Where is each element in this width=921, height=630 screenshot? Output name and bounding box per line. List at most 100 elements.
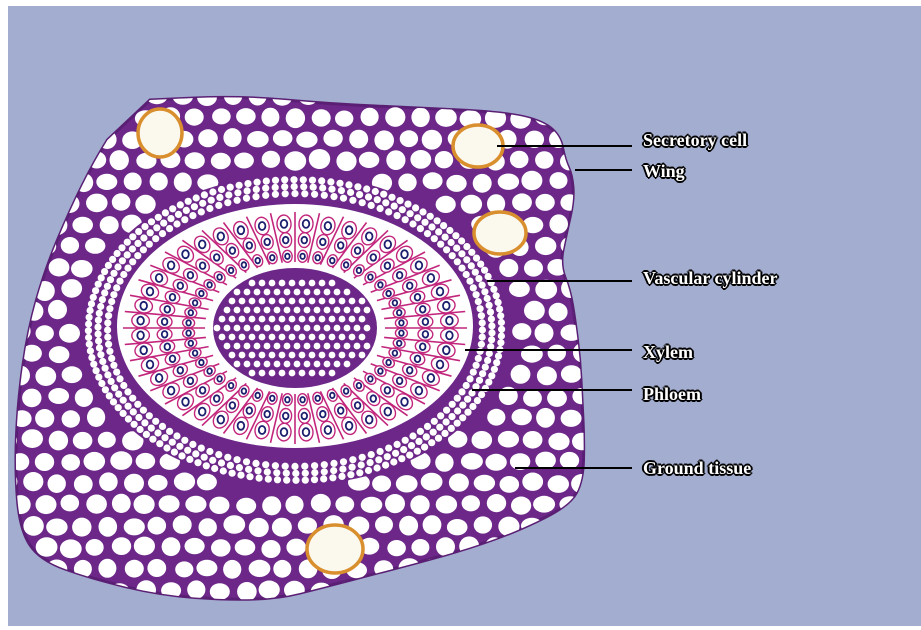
ground-cell bbox=[74, 475, 93, 493]
phloem-cell bbox=[108, 298, 115, 305]
ground-cell bbox=[509, 281, 530, 297]
phloem-cell bbox=[178, 452, 185, 459]
pith-cell bbox=[264, 361, 271, 368]
pith-cell bbox=[254, 361, 261, 368]
ground-cell bbox=[537, 367, 557, 386]
ground-cell bbox=[462, 495, 480, 511]
xylem-cell-lumen bbox=[303, 428, 310, 436]
xylem-cell-lumen bbox=[188, 378, 194, 385]
phloem-cell bbox=[454, 395, 461, 402]
pith-cell bbox=[364, 325, 371, 332]
ground-cell bbox=[262, 151, 280, 168]
pith-cell bbox=[264, 307, 271, 314]
pith-cell bbox=[329, 316, 336, 323]
xylem-cell-lumen bbox=[420, 306, 426, 313]
xylem-cell-lumen bbox=[320, 411, 326, 418]
phloem-cell bbox=[443, 407, 450, 414]
pith-cell bbox=[359, 298, 366, 305]
pith-cell bbox=[229, 298, 236, 305]
phloem-cell bbox=[108, 378, 115, 385]
ground-cell bbox=[247, 131, 269, 147]
phloem-cell bbox=[198, 208, 205, 215]
ground-cell bbox=[148, 517, 167, 535]
phloem-cell bbox=[198, 445, 205, 452]
phloem-cell bbox=[125, 415, 132, 422]
pith-cell bbox=[244, 325, 251, 332]
phloem-cell bbox=[407, 210, 414, 217]
ground-cell bbox=[210, 583, 230, 600]
xylem-cell-lumen bbox=[423, 331, 429, 338]
ground-cell bbox=[96, 174, 117, 190]
phloem-cell bbox=[110, 270, 117, 277]
phloem-cell bbox=[115, 404, 122, 411]
phloem-cell bbox=[406, 452, 413, 459]
phloem-cell bbox=[440, 222, 447, 229]
ground-cell bbox=[386, 150, 405, 170]
xylem-cell-lumen bbox=[137, 317, 144, 325]
xylem-cell-lumen bbox=[355, 247, 361, 254]
pith-cell bbox=[329, 298, 336, 305]
ground-cell bbox=[98, 559, 116, 578]
phloem-cell bbox=[442, 234, 449, 241]
phloem-cell bbox=[206, 205, 213, 212]
pith-cell bbox=[364, 343, 371, 350]
pith-cell bbox=[294, 307, 301, 314]
phloem-cell bbox=[419, 208, 426, 215]
pith-cell bbox=[339, 334, 346, 341]
ground-cell bbox=[461, 453, 483, 470]
pith-cell bbox=[314, 343, 321, 350]
xylem-cell-lumen bbox=[368, 376, 373, 381]
xylem-cell-lumen bbox=[242, 262, 247, 267]
ground-cell bbox=[46, 519, 67, 536]
pith-cell bbox=[289, 298, 296, 305]
xylem-cell-lumen bbox=[338, 242, 344, 249]
ground-cell bbox=[374, 130, 394, 150]
pith-cell bbox=[354, 325, 361, 332]
xylem-cell-lumen bbox=[270, 255, 275, 260]
phloem-cell bbox=[374, 196, 381, 203]
phloem-cell bbox=[385, 208, 392, 215]
phloem-cell bbox=[463, 243, 470, 250]
phloem-cell bbox=[282, 190, 289, 197]
xylem-cell-lumen bbox=[397, 310, 402, 315]
ground-cell bbox=[48, 300, 67, 319]
phloem-cell bbox=[291, 190, 298, 197]
phloem-cell bbox=[264, 468, 271, 475]
phloem-cell bbox=[110, 362, 117, 369]
pith-cell bbox=[319, 334, 326, 341]
phloem-cell bbox=[146, 412, 153, 419]
ground-cell bbox=[523, 431, 543, 449]
pith-cell bbox=[354, 307, 361, 314]
ground-cell bbox=[112, 193, 131, 210]
ground-cell bbox=[237, 582, 257, 601]
pith-cell bbox=[324, 289, 331, 296]
phloem-cell bbox=[402, 216, 409, 223]
pith-cell bbox=[314, 307, 321, 314]
phloem-cell bbox=[281, 176, 288, 183]
phloem-cell bbox=[208, 197, 215, 204]
xylem-cell-lumen bbox=[443, 346, 450, 354]
phloem-cell bbox=[137, 426, 144, 433]
label-xylem: Xylem bbox=[643, 341, 693, 363]
ground-cell bbox=[487, 494, 506, 512]
ground-cell bbox=[75, 388, 93, 407]
ground-cell bbox=[110, 451, 132, 470]
phloem-cell bbox=[454, 407, 461, 414]
phloem-cell bbox=[365, 193, 372, 200]
phloem-cell bbox=[448, 413, 455, 420]
phloem-cell bbox=[181, 216, 188, 223]
phloem-cell bbox=[95, 281, 102, 288]
phloem-cell bbox=[253, 186, 260, 193]
phloem-cell bbox=[215, 451, 222, 458]
phloem-cell bbox=[119, 257, 126, 264]
xylem-cell-lumen bbox=[399, 330, 404, 335]
phloem-cell bbox=[111, 384, 118, 391]
phloem-cell bbox=[484, 295, 491, 302]
xylem-cell-lumen bbox=[420, 343, 426, 350]
pith-cell bbox=[274, 289, 281, 296]
pith-cell bbox=[219, 316, 226, 323]
pith-cell bbox=[279, 280, 286, 287]
phloem-cell bbox=[368, 451, 375, 458]
phloem-cell bbox=[236, 182, 243, 189]
pith-cell bbox=[259, 298, 266, 305]
